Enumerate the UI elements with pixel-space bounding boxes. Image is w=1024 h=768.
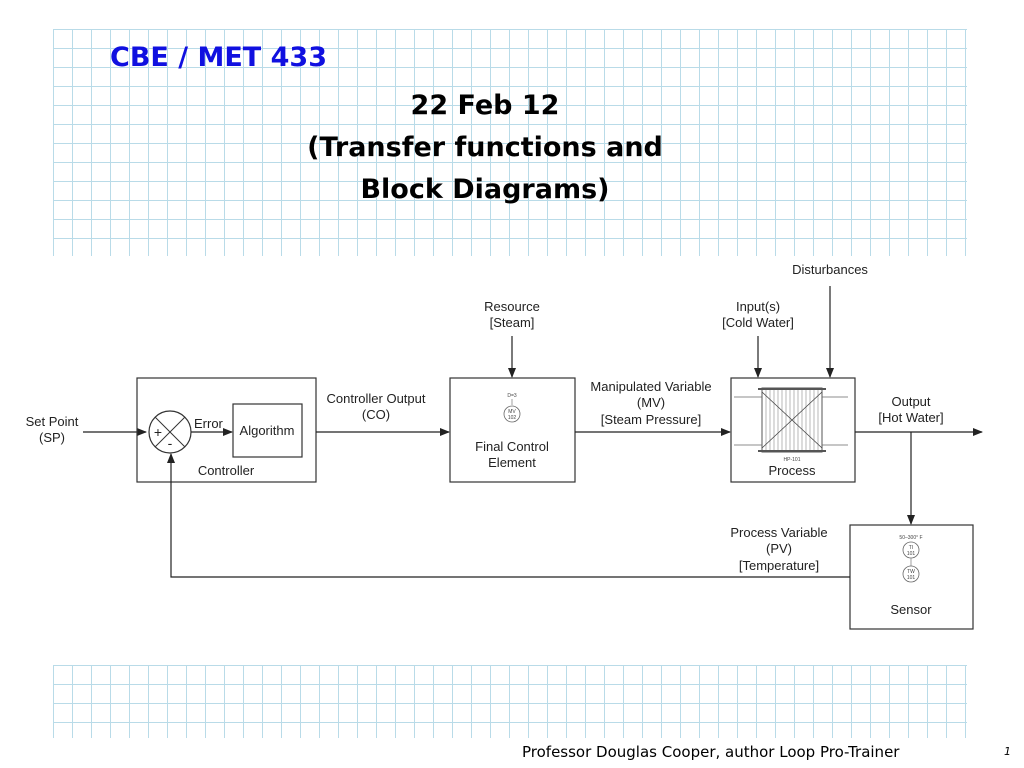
- inputs-type: [Cold Water]: [722, 315, 794, 330]
- set-point-symbol: (SP): [39, 430, 65, 445]
- title-line-topic-1: (Transfer functions and: [307, 132, 663, 163]
- error-label: Error: [194, 416, 224, 431]
- controller-output-label: Controller Output: [327, 391, 426, 406]
- algorithm-box: [232, 403, 303, 458]
- feedback-path: [167, 453, 850, 578]
- svg-text:101: 101: [907, 551, 916, 557]
- summing-junction: + -: [148, 410, 192, 454]
- grid-background-bottom: [53, 665, 967, 738]
- process-label: Process: [769, 463, 816, 478]
- sum-minus-sign: -: [168, 435, 173, 451]
- block-diagram: Set Point (SP) + - Error Algorithm Contr…: [26, 262, 983, 630]
- disturbances-label: Disturbances: [792, 262, 868, 277]
- resource-label: Resource: [484, 299, 540, 314]
- final-control-label-1: Final Control: [475, 439, 549, 454]
- mv-description: [Steam Pressure]: [601, 412, 701, 427]
- svg-text:D=3: D=3: [507, 393, 517, 399]
- output-type: [Hot Water]: [878, 410, 943, 425]
- course-code: CBE / MET 433: [110, 42, 327, 73]
- svg-text:102: 102: [508, 415, 517, 421]
- final-control-label-2: Element: [488, 455, 536, 470]
- process-box: [730, 377, 856, 483]
- sensor-label: Sensor: [890, 602, 932, 617]
- page-number: 1: [1004, 745, 1011, 758]
- footer-credit: Professor Douglas Cooper, author Loop Pr…: [522, 743, 900, 761]
- svg-text:MV: MV: [508, 409, 516, 415]
- set-point-label: Set Point: [26, 414, 79, 429]
- heat-exchanger-icon: HP-101: [734, 387, 848, 463]
- svg-text:HP-101: HP-101: [784, 457, 801, 463]
- mv-label: Manipulated Variable: [590, 379, 711, 394]
- controller-output-symbol: (CO): [362, 407, 390, 422]
- valve-icon: D=3 MV 102: [503, 393, 521, 423]
- grid-background-top: [53, 29, 967, 256]
- controller-label: Controller: [198, 463, 255, 478]
- slide-title: 22 Feb 12 (Transfer functions and Block …: [250, 85, 720, 211]
- pv-label: Process Variable: [730, 525, 827, 540]
- pv-symbol: (PV): [766, 541, 792, 556]
- svg-text:101: 101: [907, 575, 916, 581]
- final-control-element-box: [449, 377, 576, 483]
- mv-symbol: (MV): [637, 395, 665, 410]
- sensor-transmitter-icon: 50–300° F TI 101 TW 101: [899, 535, 923, 583]
- title-line-date: 22 Feb 12: [410, 90, 560, 121]
- svg-text:TI: TI: [909, 545, 913, 551]
- pv-description: [Temperature]: [739, 558, 819, 573]
- algorithm-label: Algorithm: [240, 423, 295, 438]
- svg-text:50–300° F: 50–300° F: [899, 535, 922, 541]
- title-line-topic-2: Block Diagrams): [360, 174, 610, 205]
- sum-plus-sign: +: [154, 424, 162, 440]
- resource-type: [Steam]: [490, 315, 535, 330]
- inputs-label: Input(s): [736, 299, 780, 314]
- svg-text:TW: TW: [907, 569, 915, 575]
- controller-box: [136, 377, 317, 483]
- output-label: Output: [891, 394, 930, 409]
